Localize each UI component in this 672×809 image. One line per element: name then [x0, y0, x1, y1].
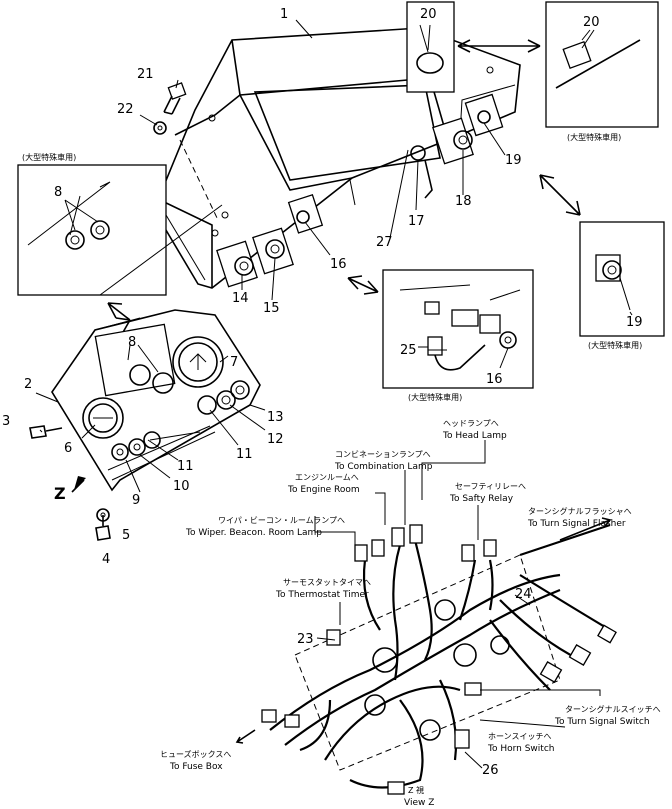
dest-horn-switch-en: To Horn Switch: [487, 744, 554, 754]
part-label-10: 10: [173, 479, 190, 494]
destination-labels: ヘッドランプへ To Head Lamp コンビネーションランプへ To Com…: [160, 419, 661, 772]
wire-harness: [261, 523, 617, 795]
dest-combination-jp: コンビネーションランプへ: [335, 450, 431, 459]
inset-box-8: [17, 164, 167, 296]
part-label-20-top: 20: [420, 7, 437, 22]
dest-wiper-en: To Wiper. Beacon. Room Lamp: [185, 528, 322, 538]
dest-head-lamp-en: To Head Lamp: [442, 431, 507, 441]
view-z-caption: Z 視 View Z: [404, 786, 434, 808]
part-label-26: 26: [482, 763, 499, 778]
part-label-5: 5: [122, 528, 130, 543]
instrument-housing: [157, 27, 521, 289]
inset-box-20-top: [406, 1, 455, 93]
view-z-letter: Z: [54, 484, 66, 503]
part-label-6: 6: [64, 441, 72, 456]
dest-engine-room-en: To Engine Room: [287, 485, 360, 495]
dest-horn-switch-jp: ホーンスイッチへ: [488, 732, 551, 741]
note-large-special-right: (大型特殊車用): [588, 340, 642, 350]
special-vehicle-notes: (大型特殊車用) (大型特殊車用) (大型特殊車用) (大型特殊車用): [22, 132, 642, 402]
view-z-title-jp: Z 視: [408, 786, 424, 795]
part-label-18: 18: [455, 194, 472, 209]
part-label-24: 24: [515, 587, 532, 602]
destination-arrows: [235, 440, 612, 744]
meter-panel: [51, 309, 261, 492]
part-label-21: 21: [137, 67, 154, 82]
dest-fuse-box-en: To Fuse Box: [169, 762, 223, 772]
part-label-19-panel: 19: [505, 153, 522, 168]
part-label-20-right: 20: [583, 15, 600, 30]
dest-thermostat-en: To Thermostat Timer: [275, 590, 369, 600]
dest-turn-flasher-jp: ターンシグナルフラッシャへ: [528, 506, 632, 516]
part-label-2: 2: [24, 377, 32, 392]
dest-thermostat-jp: サーモスタットタイマへ: [283, 578, 371, 587]
part-label-13: 13: [267, 410, 284, 425]
inset-box-25-16: [382, 269, 534, 389]
view-z-title-en: View Z: [404, 798, 434, 808]
part-label-3: 3: [2, 414, 10, 429]
part-label-11-left: 11: [177, 459, 194, 474]
note-large-special-center: (大型特殊車用): [408, 392, 462, 402]
part-label-23: 23: [297, 632, 314, 647]
dest-head-lamp-jp: ヘッドランプへ: [443, 419, 499, 428]
note-large-special-top-right: (大型特殊車用): [567, 132, 621, 142]
part-label-7: 7: [230, 355, 238, 370]
dest-engine-room-jp: エンジンルームへ: [295, 473, 359, 482]
part-label-8-inset: 8: [54, 185, 62, 200]
washer-22: [153, 121, 167, 135]
inset-box-19: [579, 221, 665, 337]
view-z-arrow: [71, 476, 86, 493]
part-label-16-inset: 16: [486, 372, 503, 387]
screw-3: [29, 425, 63, 439]
dest-combination-en: To Combination Lamp: [334, 462, 433, 472]
part-label-1: 1: [280, 7, 288, 22]
dest-turn-switch-en: To Turn Signal Switch: [554, 717, 650, 727]
part-label-14: 14: [232, 291, 249, 306]
note-large-special-left: (大型特殊車用): [22, 152, 76, 162]
part-label-15: 15: [263, 301, 280, 316]
dest-safety-relay-en: To Safty Relay: [449, 494, 514, 504]
dest-fuse-box-jp: ヒューズボックスへ: [160, 749, 231, 759]
part-label-12: 12: [267, 432, 284, 447]
dest-turn-flasher-en: To Turn Signal Flasher: [527, 519, 626, 529]
part-label-22: 22: [117, 102, 134, 117]
part-label-11-right: 11: [236, 447, 253, 462]
screw-4: [95, 515, 111, 541]
leader-lines: [35, 19, 633, 769]
bolt-21: [163, 82, 187, 115]
part-label-8-panel: 8: [128, 335, 136, 350]
part-numbers: 1 20 20 21 22 8 19 18 17 27 16 15 14 19 …: [2, 7, 643, 778]
dest-wiper-jp: ワイパ・ビーコン・ルームランプへ: [218, 516, 345, 525]
part-label-4: 4: [102, 552, 110, 567]
part-label-19-inset: 19: [626, 315, 643, 330]
inset-box-20-right: [545, 1, 659, 128]
part-label-25: 25: [400, 343, 417, 358]
dest-turn-switch-jp: ターンシグナルスイッチへ: [565, 704, 661, 714]
dest-safety-relay-jp: セーフティリレーへ: [455, 482, 526, 491]
part-label-27: 27: [376, 235, 393, 250]
part-label-16-panel: 16: [330, 257, 347, 272]
part-label-17: 17: [408, 214, 425, 229]
part-label-9: 9: [132, 493, 140, 508]
